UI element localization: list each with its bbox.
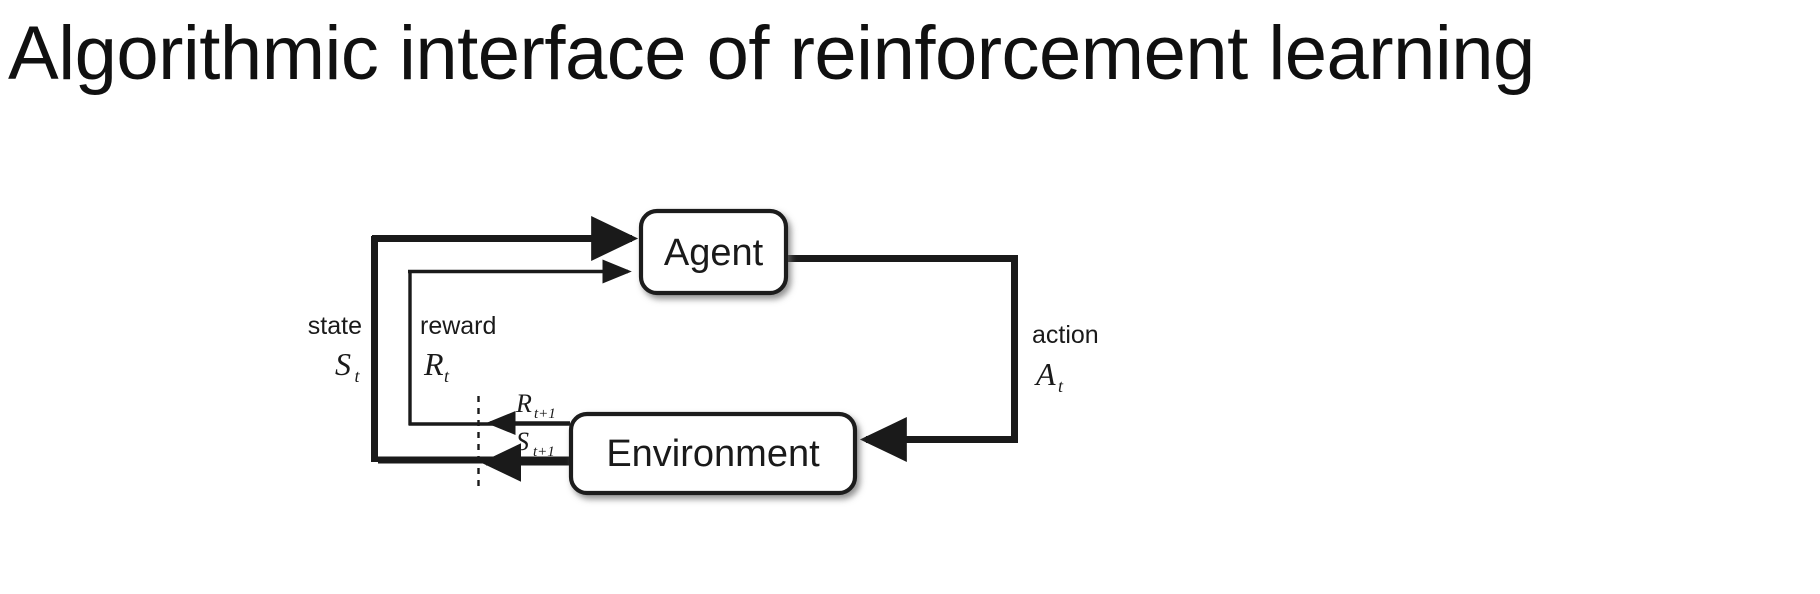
action-symbol: A [1034, 356, 1056, 392]
reward-symbol-subscript: t [444, 366, 450, 386]
agent-box [638, 208, 789, 296]
action-symbol-subscript: t [1058, 376, 1064, 396]
action-label: action [1032, 321, 1099, 349]
reward-label: reward [420, 312, 496, 340]
action-edge-label-group: action A t [1032, 321, 1099, 396]
state-next-label-group: S t+1 [516, 427, 555, 460]
agent-label: Agent [664, 232, 764, 274]
state-label: state [308, 312, 362, 340]
environment-box [568, 411, 858, 496]
reward-edge-label-group: reward R t [420, 312, 496, 386]
reward-next-label-group: R t+1 [515, 389, 556, 422]
reward-symbol: R [423, 346, 444, 382]
reward-next-symbol: R [515, 389, 532, 418]
state-symbol: S [335, 346, 351, 382]
state-symbol-subscript: t [354, 366, 360, 386]
page-title: Algorithmic interface of reinforcement l… [8, 11, 1535, 96]
reward-next-subscript: t+1 [534, 406, 556, 422]
agent-node[interactable]: Agent [638, 208, 789, 296]
state-edge-label-group: state S t [308, 312, 362, 386]
environment-node[interactable]: Environment [568, 411, 858, 496]
environment-label: Environment [606, 433, 820, 475]
state-next-subscript: t+1 [533, 444, 555, 460]
state-next-symbol: S [516, 427, 529, 456]
